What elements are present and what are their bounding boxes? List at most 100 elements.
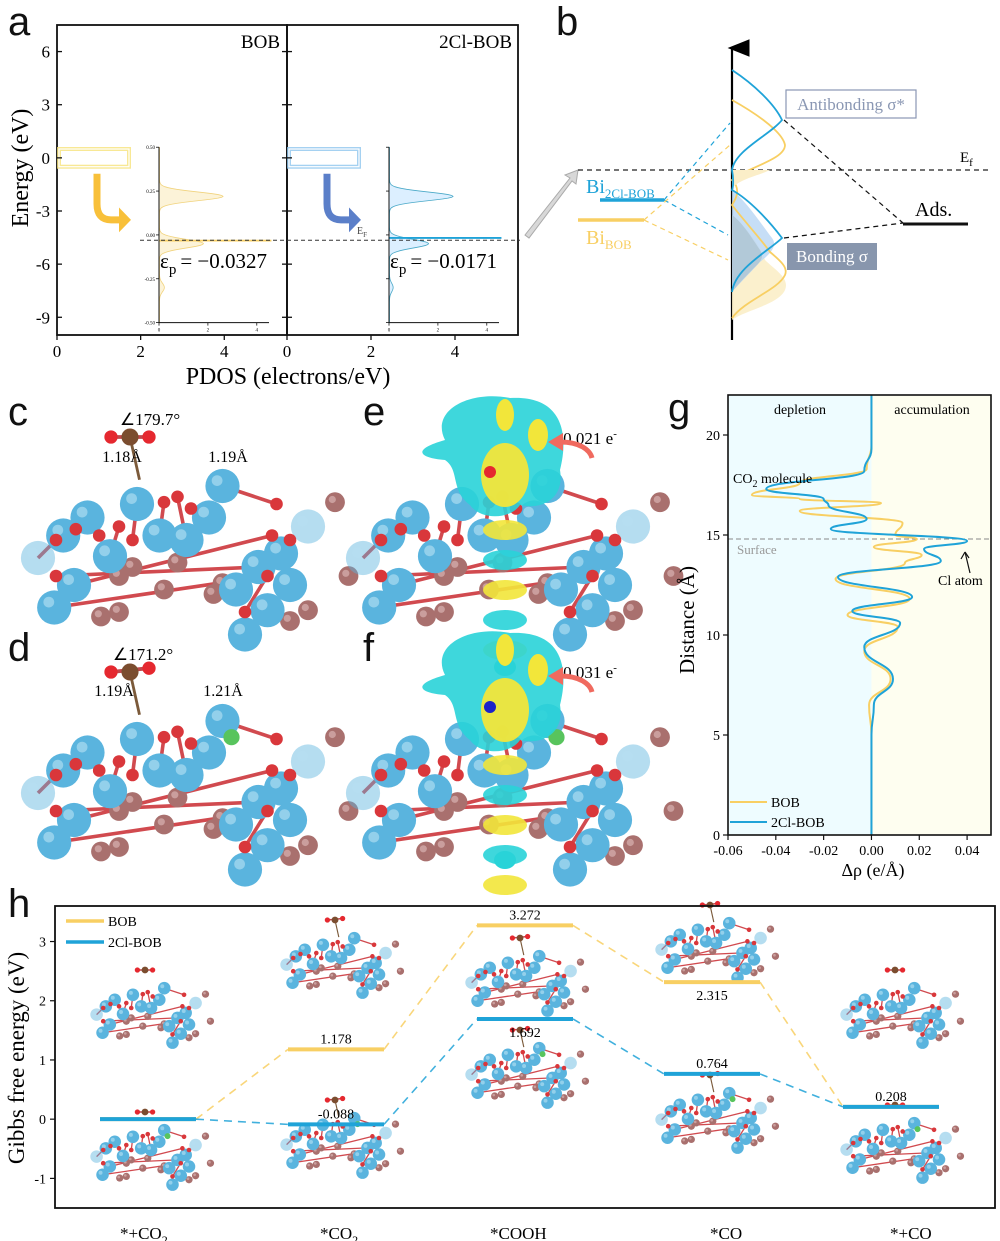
atom-highlight (746, 943, 751, 948)
atom-highlight (551, 1089, 556, 1094)
atom-highlight (185, 1162, 189, 1167)
oxygen-atom (866, 1004, 872, 1009)
accumulation-lobe (528, 419, 548, 451)
atom-highlight (583, 986, 586, 990)
bismuth-atom (166, 1178, 179, 1191)
boron-atom (866, 1032, 874, 1040)
atom-highlight (533, 1085, 537, 1089)
oxygen-atom (451, 533, 464, 547)
carbon-atom (516, 1026, 524, 1034)
atom-highlight (773, 953, 776, 957)
bismuth-atom (754, 931, 767, 945)
bond-left-d: 1.19Å (94, 682, 134, 700)
atom-highlight (522, 972, 527, 976)
atom-highlight (905, 1130, 910, 1135)
oxygen-atom (142, 661, 156, 675)
atom-highlight (663, 963, 668, 968)
oxygen-atom (545, 1000, 550, 1005)
y-tick-label: 3 (42, 96, 51, 115)
atom-highlight (581, 834, 593, 846)
inset-y-tick-label: -0.25 (145, 278, 156, 283)
boron-atom (391, 940, 400, 948)
oxygen-atom (878, 1140, 884, 1146)
boron-atom (766, 925, 775, 933)
oxygen-atom (715, 929, 721, 934)
boron-atom (566, 1090, 575, 1098)
charge-density-isosurface-f (422, 631, 564, 895)
oxygen-atom (590, 529, 604, 542)
oxygen-atom (306, 954, 312, 959)
atom-highlight (693, 1095, 698, 1100)
atom-highlight (176, 1171, 181, 1176)
atom-highlight (953, 1126, 956, 1130)
atom-highlight (350, 1114, 355, 1119)
atom-highlight (583, 1078, 586, 1082)
atom-highlight (375, 970, 379, 975)
bismuth-atom (316, 938, 330, 952)
chlorine-atom (914, 1126, 921, 1133)
h-y-axis-label: Gibbs free energy (eV) (4, 952, 29, 1164)
oxygen-atom (693, 1110, 699, 1116)
bismuth-atom (718, 928, 731, 942)
boron-atom (581, 985, 590, 993)
atom-highlight (873, 1167, 877, 1170)
boron-atom (566, 998, 575, 1006)
oxygen-atom (866, 1139, 872, 1144)
atom-highlight (342, 804, 350, 812)
oxygen-atom (475, 1065, 481, 1071)
oxygen-atom (746, 927, 752, 933)
oxygen-atom (100, 1160, 106, 1166)
atom-highlight (328, 730, 336, 739)
accumulation-lobe (528, 654, 548, 686)
atom-highlight (155, 1137, 160, 1142)
atom-highlight (485, 1055, 490, 1060)
atom-highlight (165, 1164, 170, 1169)
bismuth-atom (564, 1056, 577, 1070)
atom-highlight (350, 934, 355, 939)
bonding-label: Bonding σ (796, 247, 868, 266)
atom-highlight (895, 1013, 899, 1017)
bismuth-atom (157, 981, 171, 995)
oxygen-atom (313, 1130, 319, 1136)
bond (55, 800, 259, 813)
atom-highlight (160, 984, 165, 989)
atom-highlight (383, 981, 386, 985)
atom-highlight (561, 1003, 565, 1007)
atom-highlight (595, 542, 606, 554)
carbon-atom (891, 966, 899, 974)
inset-ep-2cl: εp= −0.0171 (390, 249, 497, 278)
bond (293, 967, 368, 972)
h-legend-2cl: 2Cl-BOB (108, 936, 162, 951)
chlorine-atom (729, 1096, 736, 1103)
atom-highlight (842, 1145, 847, 1150)
pdos-x-axis-label: PDOS (electrons/eV) (186, 364, 391, 390)
atom-highlight (730, 1127, 735, 1132)
bismuth-atom (286, 976, 299, 990)
atom-highlight (702, 1107, 707, 1112)
oxygen-atom (290, 1148, 296, 1154)
pathway-connector (383, 1018, 478, 1125)
atom-highlight (193, 1173, 196, 1177)
atom-highlight (110, 1137, 115, 1142)
pathway-connector (572, 1018, 665, 1075)
x-tick-label: 4 (451, 342, 460, 361)
inset-y-tick-label: 0.25 (146, 190, 155, 195)
atom-highlight (424, 545, 435, 557)
atom-highlight (112, 840, 120, 848)
bismuth-atom (116, 1007, 130, 1021)
charge-arrow-e-icon (559, 439, 595, 459)
oxygen-atom (515, 1051, 521, 1057)
atom-highlight (225, 813, 237, 825)
atom-highlight (366, 1159, 371, 1164)
atom-highlight (626, 603, 634, 612)
atom-highlight (548, 1073, 553, 1078)
oxygen-atom (498, 968, 504, 974)
bismuth-atom (345, 775, 381, 811)
oxygen-atom (884, 967, 891, 973)
adsorbate-molecule (509, 1025, 531, 1048)
chlorine-atom (223, 729, 240, 746)
atom-highlight (943, 1031, 946, 1035)
atom-highlight (663, 1133, 668, 1138)
oxygen-atom (170, 1032, 175, 1037)
inset-x-tick-label: 2 (207, 329, 210, 334)
